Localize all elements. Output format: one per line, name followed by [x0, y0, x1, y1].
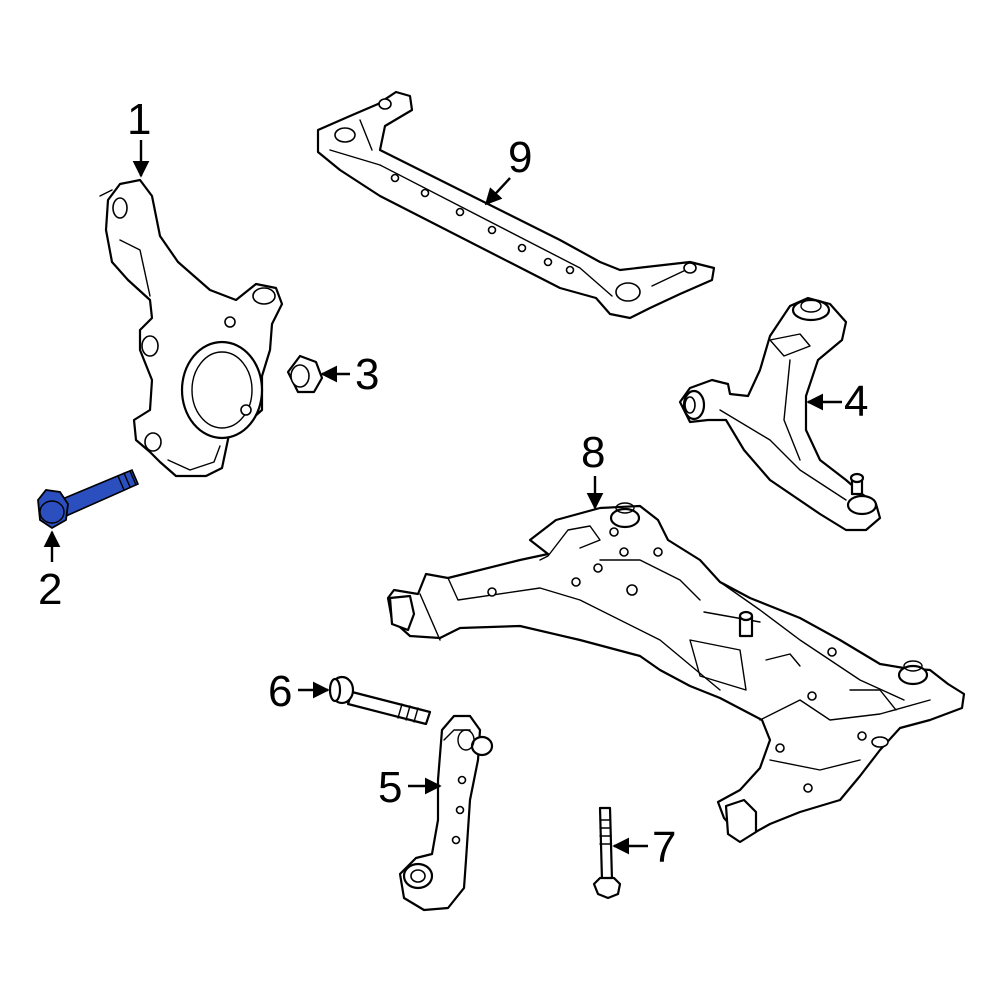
callout-4: 4	[844, 377, 868, 426]
callout-6: 6	[268, 667, 292, 716]
part-8-subframe[interactable]	[386, 502, 966, 844]
callout-5: 5	[378, 763, 402, 812]
part-2-bolt[interactable]	[37, 468, 140, 530]
leader-lines	[43, 140, 842, 855]
callout-3: 3	[355, 350, 379, 399]
callout-2: 2	[38, 565, 62, 614]
callout-8: 8	[581, 428, 605, 477]
part-4-control-arm[interactable]	[678, 296, 882, 532]
callout-1: 1	[127, 95, 151, 144]
part-3-bushing[interactable]	[286, 354, 324, 394]
part-9-reinforcement-bar[interactable]	[316, 90, 716, 320]
part-7-bolt[interactable]	[592, 806, 622, 900]
callout-7: 7	[652, 823, 676, 872]
part-5-stabilizer-link[interactable]	[398, 714, 494, 912]
callout-9: 9	[508, 133, 532, 182]
leader-9	[484, 177, 511, 206]
callout-numbers: 1 2 3 4 5 6 7 8 9	[38, 95, 868, 872]
part-6-long-bolt[interactable]	[328, 675, 432, 726]
part-1-steering-knuckle[interactable]	[99, 178, 284, 478]
